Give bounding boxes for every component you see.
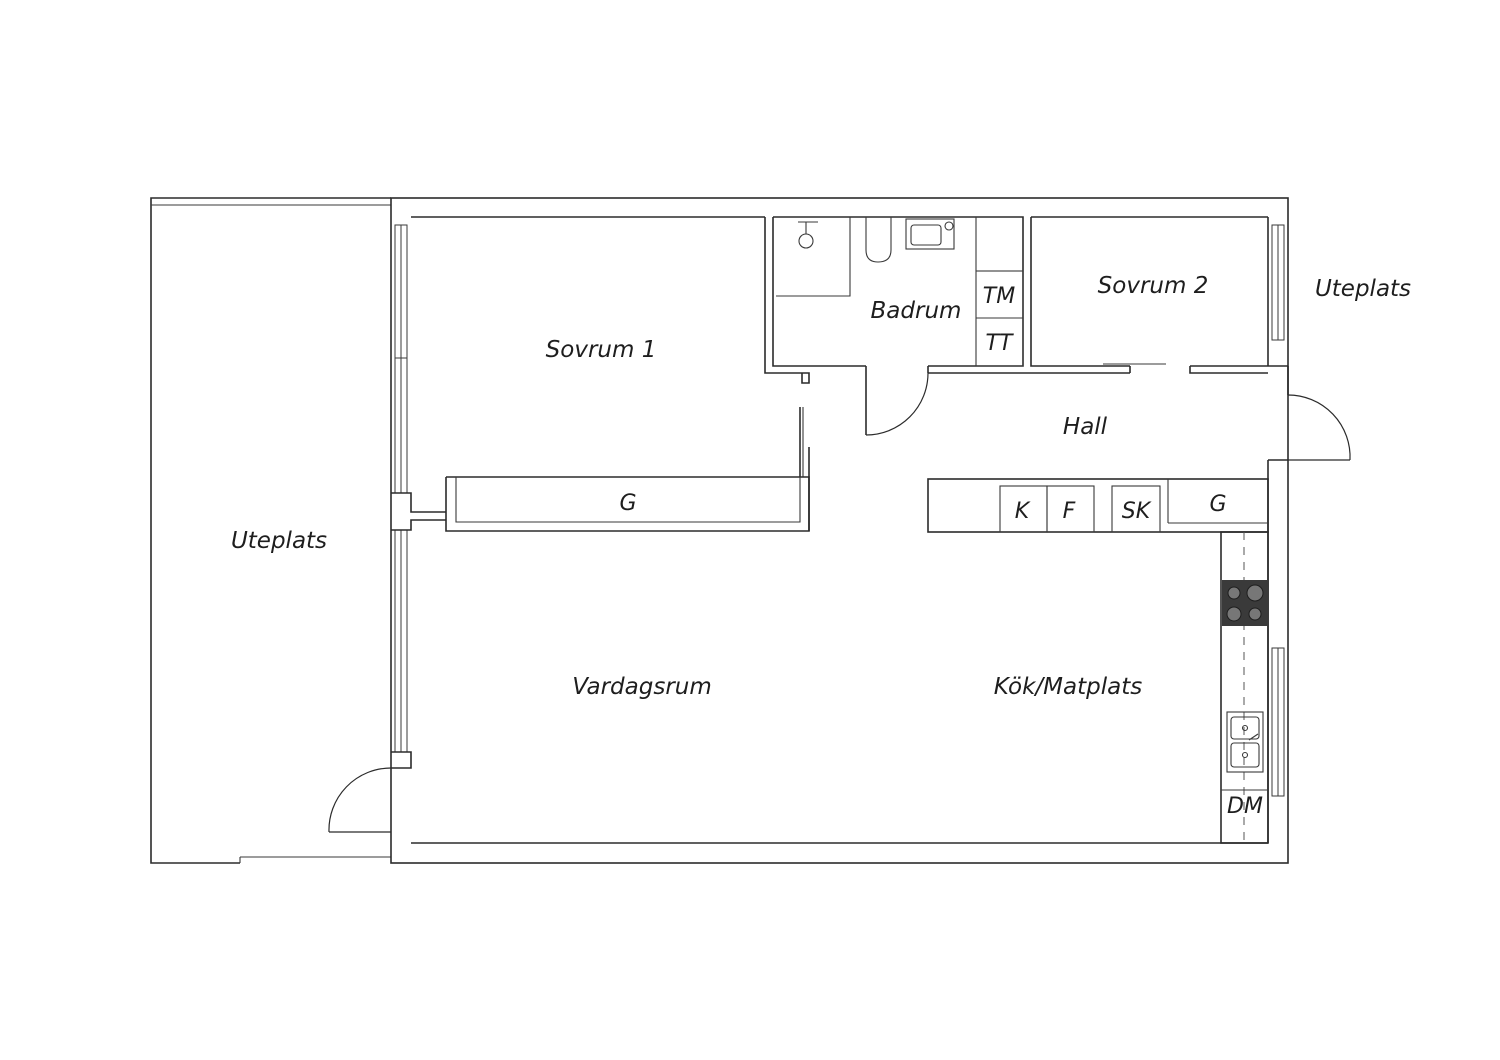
label-dm: DM: [1227, 794, 1263, 819]
label-g-hall: G: [1209, 492, 1226, 517]
patio-left: [150, 197, 391, 864]
window-left-lower: [394, 529, 408, 753]
label-g-bedroom: G: [619, 491, 636, 516]
label-sk: SK: [1122, 499, 1152, 524]
kitchen-sink-icon: [1226, 711, 1264, 773]
label-sovrum2: Sovrum 2: [1098, 273, 1209, 299]
bathroom: [772, 216, 1024, 436]
label-vardagsrum: Vardagsrum: [572, 674, 712, 700]
entrance-door: [1287, 394, 1351, 461]
bedroom2: [928, 216, 1268, 374]
label-badrum: Badrum: [871, 298, 962, 324]
window-right-kitchen: [1271, 647, 1285, 797]
label-f: F: [1063, 499, 1076, 524]
label-uteplats-right: Uteplats: [1315, 276, 1411, 302]
label-hall: Hall: [1063, 414, 1108, 440]
kitchen-counter: [1220, 531, 1269, 844]
patio-door: [328, 767, 392, 833]
label-uteplats-left: Uteplats: [231, 528, 327, 554]
bedroom1-walls: [445, 217, 810, 532]
label-tt: TT: [986, 331, 1014, 356]
window-right-bedroom: [1271, 224, 1285, 341]
window-left-upper: [394, 224, 408, 494]
label-sovrum1: Sovrum 1: [546, 337, 657, 363]
label-tm: TM: [983, 284, 1015, 309]
label-k: K: [1015, 499, 1031, 524]
hall-cabinets: [927, 478, 1269, 533]
label-kok-matplats: Kök/Matplats: [994, 674, 1142, 700]
